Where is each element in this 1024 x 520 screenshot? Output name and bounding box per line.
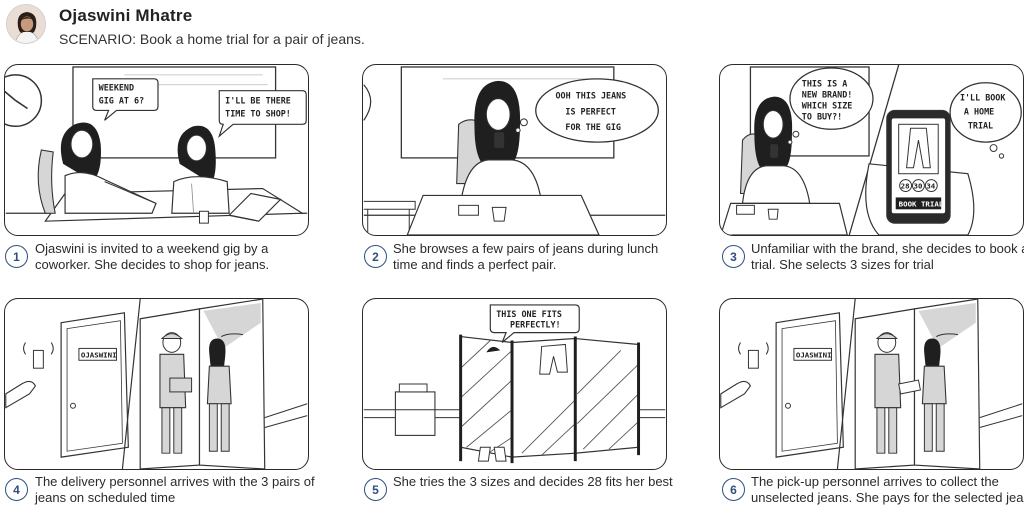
panel-5-illustration: THIS ONE FITS PERFECTLY!: [363, 304, 666, 464]
panel-1-bubble-1-line-1: WEEKEND: [99, 83, 134, 93]
step-number-5: 5: [364, 478, 387, 501]
panel-6-door-sign: OJASWINI: [796, 350, 832, 359]
panel-3-bubble-2-line-1: I'LL BOOK: [960, 93, 1006, 103]
panel-1-bubble-2-line-2: TIME TO SHOP!: [225, 108, 291, 118]
persona-name: Ojaswini Mhatre: [59, 6, 193, 25]
storyboard-panel-3: 28 30 34 BOOK TRIAL THIS IS A NEW BRAND!…: [719, 64, 1024, 236]
panel-3-bubble-1-line-4: TO BUY?!: [802, 111, 842, 121]
panel-3-bubble-1-line-3: WHICH SIZE: [802, 100, 853, 110]
panel-4-caption: The delivery personnel arrives with the …: [35, 474, 315, 505]
storyboard-header: Ojaswini Mhatre SCENARIO: Book a home tr…: [0, 0, 1024, 58]
panel-3-bubble-2-line-2: A HOME: [964, 106, 994, 116]
step-number-2: 2: [364, 245, 387, 268]
step-number-1: 1: [5, 245, 28, 268]
storyboard-panel-6: OJASWINI: [719, 298, 1024, 470]
panel-4-illustration: OJASWINI: [5, 299, 308, 469]
panel-3-illustration: 28 30 34 BOOK TRIAL THIS IS A NEW BRAND!…: [720, 65, 1022, 235]
panel-5-bubble-line-2: PERFECTLY!: [510, 320, 561, 330]
panel-2-bubble-line-2: IS PERFECT: [565, 106, 616, 116]
step-number-3: 3: [722, 245, 745, 268]
storyboard-panel-2: OOH THIS JEANS IS PERFECT FOR THE GIG: [362, 64, 667, 236]
scenario-line: SCENARIO: Book a home trial for a pair o…: [59, 31, 365, 47]
step-number-4: 4: [5, 478, 28, 501]
scenario-text: Book a home trial for a pair of jeans.: [139, 31, 365, 47]
panel-2-illustration: OOH THIS JEANS IS PERFECT FOR THE GIG: [363, 66, 666, 235]
size-option-30: 30: [914, 182, 923, 191]
panel-1-caption: Ojaswini is invited to a weekend gig by …: [35, 241, 270, 272]
panel-3-caption: Unfamiliar with the brand, she decides t…: [751, 241, 1024, 272]
panel-6-caption: The pick-up personnel arrives to collect…: [751, 474, 1024, 505]
storyboard-panel-4: OJASWINI: [4, 298, 309, 470]
storyboard-panel-5: THIS ONE FITS PERFECTLY!: [362, 298, 667, 470]
persona-avatar: [6, 4, 46, 44]
scenario-label: SCENARIO:: [59, 31, 137, 47]
panel-1-bubble-2-line-1: I'LL BE THERE: [225, 96, 291, 106]
panel-3-bubble-1-line-2: NEW BRAND!: [802, 90, 853, 100]
panel-5-caption: She tries the 3 sizes and decides 28 fit…: [393, 474, 673, 489]
panel-3-bubble-1-line-1: THIS IS A: [802, 79, 847, 89]
step-number-6: 6: [722, 478, 745, 501]
panel-2-bubble-line-1: OOH THIS JEANS: [556, 91, 627, 101]
size-option-34: 34: [926, 182, 935, 191]
storyboard-panel-1: WEEKEND GIG AT 6? I'LL BE THERE TIME TO …: [4, 64, 309, 236]
panel-6-illustration: OJASWINI: [720, 299, 1023, 469]
panel-2-bubble-line-3: FOR THE GIG: [565, 122, 621, 132]
size-option-28: 28: [901, 182, 910, 191]
panel-3-bubble-2-line-3: TRIAL: [968, 120, 993, 130]
panel-5-bubble-line-1: THIS ONE FITS: [496, 309, 562, 319]
panel-2-caption: She browses a few pairs of jeans during …: [393, 241, 659, 272]
panel-1-illustration: WEEKEND GIG AT 6? I'LL BE THERE TIME TO …: [5, 66, 308, 224]
panel-4-door-sign: OJASWINI: [81, 350, 117, 359]
book-trial-button: BOOK TRIAL: [899, 199, 944, 208]
panel-1-bubble-1-line-2: GIG AT 6?: [99, 96, 144, 106]
